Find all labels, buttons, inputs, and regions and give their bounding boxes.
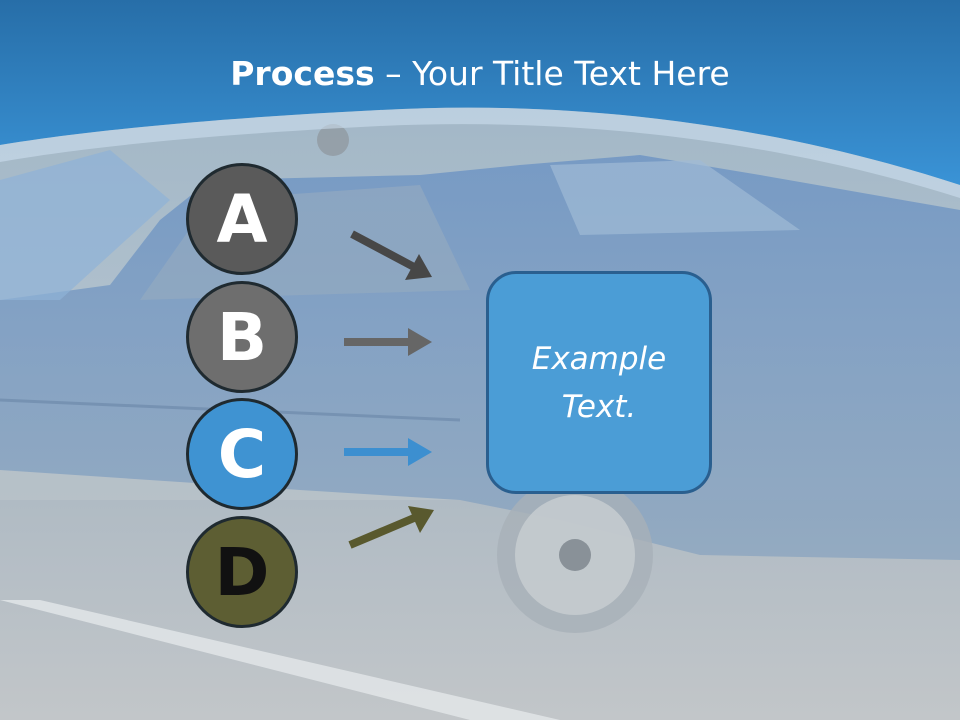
arrow-b-icon [344,328,432,356]
arrow-a-icon [350,230,432,280]
step-b-letter: B [216,298,268,376]
step-b-circle: B [186,281,298,393]
example-text: Example Text. [531,340,667,425]
arrow-c-icon [344,438,432,466]
step-c-letter: C [217,415,267,493]
slide-title: Process – Your Title Text Here [0,52,960,96]
title-rest: – Your Title Text Here [374,54,730,93]
example-text-box: Example Text. [486,271,712,494]
step-d-circle: D [186,516,298,628]
header-band [0,0,960,198]
title-bold: Process [230,54,375,93]
arrow-d-icon [348,506,434,549]
step-c-circle: C [186,398,298,510]
step-a-letter: A [216,180,268,258]
step-a-circle: A [186,163,298,275]
step-d-letter: D [214,533,270,611]
